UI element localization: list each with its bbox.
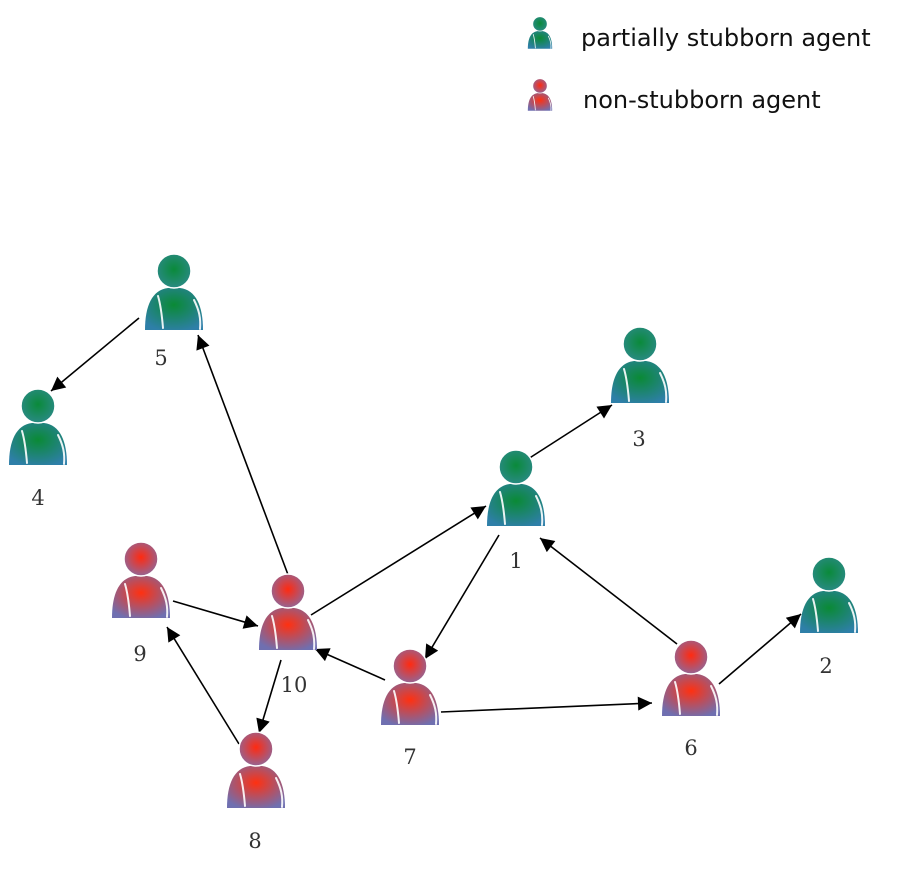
node-label-9: 9 xyxy=(133,642,146,666)
node-label-5: 5 xyxy=(154,346,167,370)
node-10: 10 xyxy=(259,573,317,697)
partially-stubborn-agent-icon xyxy=(487,449,545,526)
non-stubborn-agent-icon xyxy=(527,78,553,111)
legend-item-partially-stubborn: partially stubborn agent xyxy=(527,16,871,52)
node-5: 5 xyxy=(145,253,203,370)
node-2: 2 xyxy=(800,556,858,678)
node-7: 7 xyxy=(381,648,439,769)
edge-10-to-8 xyxy=(256,659,282,734)
edge-10-to-5 xyxy=(196,334,291,581)
nodes-layer: 1 2 3 4 5 6 7 8 9 10 xyxy=(9,253,858,853)
node-label-1: 1 xyxy=(509,549,522,573)
partially-stubborn-agent-icon xyxy=(9,388,67,465)
node-label-8: 8 xyxy=(248,829,261,853)
edge-6-to-1 xyxy=(539,537,678,645)
partially-stubborn-agent-icon xyxy=(611,326,669,403)
edge-1-to-3 xyxy=(527,404,613,460)
node-1: 1 xyxy=(487,449,545,573)
edge-1-to-7 xyxy=(424,534,500,660)
non-stubborn-agent-icon xyxy=(662,639,720,716)
legend-label-non-stubborn: non-stubborn agent xyxy=(583,86,821,114)
partially-stubborn-agent-icon xyxy=(800,556,858,633)
edge-8-to-9 xyxy=(166,626,240,745)
edges-layer xyxy=(50,317,802,745)
node-label-2: 2 xyxy=(819,654,832,678)
node-label-10: 10 xyxy=(281,673,308,697)
node-3: 3 xyxy=(611,326,669,451)
non-stubborn-legend-icon xyxy=(527,78,553,111)
edge-6-to-2 xyxy=(718,613,802,685)
node-9: 9 xyxy=(112,541,170,666)
non-stubborn-agent-icon xyxy=(227,731,285,808)
node-label-7: 7 xyxy=(403,745,416,769)
node-label-4: 4 xyxy=(31,486,44,510)
edge-10-to-1 xyxy=(310,505,487,616)
edge-7-to-6 xyxy=(440,696,653,713)
node-8: 8 xyxy=(227,731,285,853)
partially-stubborn-agent-icon xyxy=(145,253,203,330)
node-label-6: 6 xyxy=(684,736,697,760)
partially-stubborn-legend-icon xyxy=(527,16,553,49)
non-stubborn-agent-icon xyxy=(112,541,170,618)
partially-stubborn-agent-icon xyxy=(527,16,553,49)
legend-item-non-stubborn: non-stubborn agent xyxy=(527,78,821,114)
legend-label-partially-stubborn: partially stubborn agent xyxy=(581,24,871,52)
node-6: 6 xyxy=(662,639,720,760)
edge-7-to-10 xyxy=(314,648,386,681)
edge-9-to-10 xyxy=(172,600,259,629)
non-stubborn-agent-icon xyxy=(259,573,317,650)
node-4: 4 xyxy=(9,388,67,510)
edge-5-to-4 xyxy=(50,317,140,392)
node-label-3: 3 xyxy=(632,427,645,451)
non-stubborn-agent-icon xyxy=(381,648,439,725)
legend: partially stubborn agent non-stubborn ag… xyxy=(527,16,871,114)
